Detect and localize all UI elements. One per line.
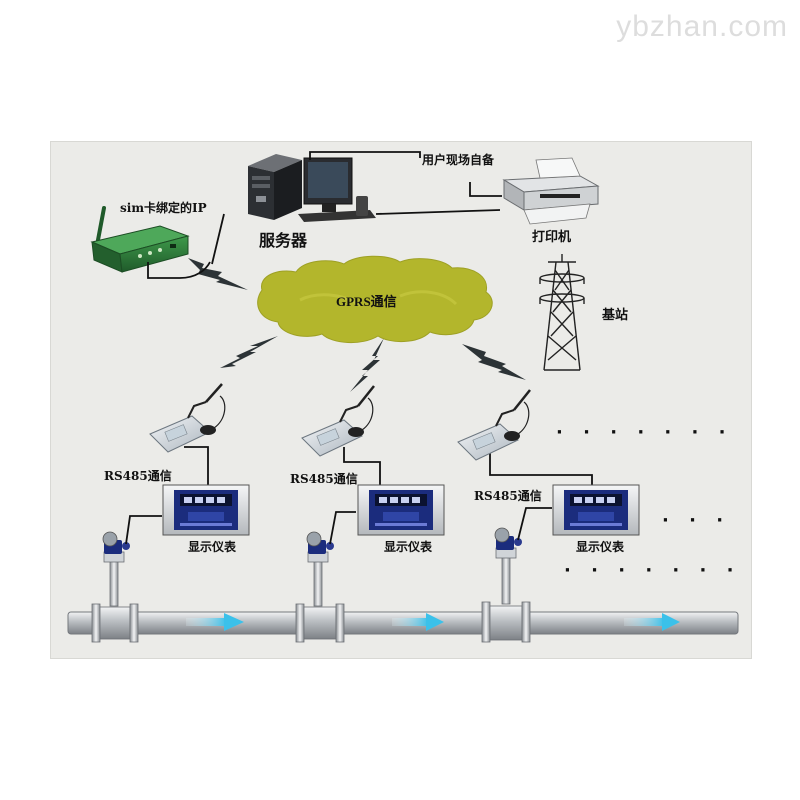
printer-icon [502, 157, 600, 225]
watermark: ybzhan.com [616, 10, 788, 43]
rs485-cables [184, 446, 593, 488]
diagram-panel [50, 141, 752, 659]
gprs-modem-1 [149, 383, 226, 453]
signal-lightning-icon [188, 258, 248, 290]
signal-lightning-icon [220, 336, 278, 368]
label-rs485-2: RS485通信 [290, 472, 358, 486]
flow-arrow-icon [392, 613, 444, 631]
label-gprs: GPRS通信 [336, 294, 397, 309]
label-display-meter-3: 显示仪表 [576, 540, 625, 554]
display-meter-1 [162, 484, 250, 536]
label-base-station: 基站 [602, 308, 629, 323]
server-cables [211, 151, 502, 265]
label-rs485-3: RS485通信 [474, 489, 542, 503]
gprs-modem-3 [457, 389, 531, 461]
label-rs485-1: RS485通信 [104, 469, 172, 483]
display-meter-3 [552, 484, 640, 536]
sensor-cables [125, 507, 552, 545]
ellipsis-right: · · · [662, 510, 731, 531]
flow-arrow-icon [186, 613, 244, 631]
base-station-tower [539, 254, 585, 371]
flowmeter-sensor-2 [295, 531, 345, 643]
label-display-meter-2: 显示仪表 [384, 540, 433, 554]
ellipsis-top: · · · · · · · [556, 422, 733, 443]
ellipsis-bottom: · · · · · · · [564, 560, 741, 581]
signal-lightning-icon [462, 344, 526, 380]
label-user-equipment: 用户现场自备 [422, 153, 495, 167]
display-meter-2 [357, 484, 445, 536]
gprs-modem-2 [301, 385, 375, 457]
flow-arrow-icon [624, 613, 680, 631]
flowmeter-sensor-3 [481, 527, 531, 643]
flowmeter-sensor-1 [91, 531, 139, 643]
label-server: 服务器 [259, 231, 308, 250]
server-computer [248, 154, 376, 222]
label-printer: 打印机 [532, 230, 572, 245]
router-cables [147, 261, 211, 279]
label-sim-ip: sim卡绑定的IP [120, 201, 207, 215]
sim-router [90, 206, 190, 273]
signal-lightning-icon [350, 338, 384, 392]
gprs-cloud [257, 255, 493, 343]
label-display-meter-1: 显示仪表 [188, 540, 237, 554]
